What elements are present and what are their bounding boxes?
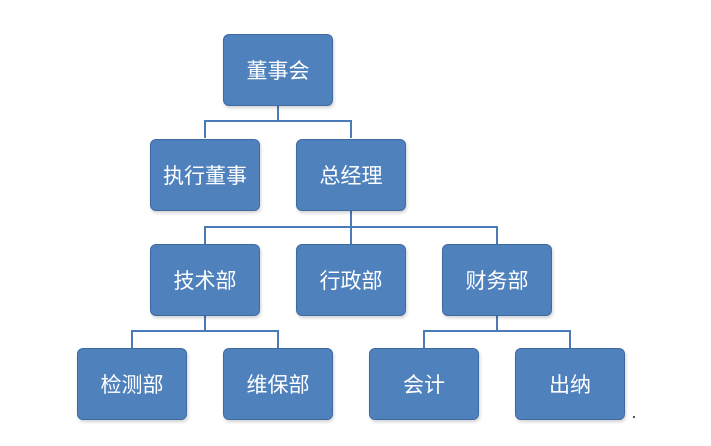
connector-gm-to-departments <box>204 211 498 244</box>
node-inspection-dept: 检测部 <box>77 348 187 420</box>
connector-board-to-level2 <box>204 106 352 138</box>
node-maintenance-dept: 维保部 <box>223 348 333 420</box>
node-general-manager: 总经理 <box>296 139 406 211</box>
node-cashier: 出纳 <box>515 348 625 420</box>
node-finance-dept: 财务部 <box>442 244 552 316</box>
node-accounting: 会计 <box>369 348 479 420</box>
stray-dot <box>633 416 635 418</box>
node-tech-dept: 技术部 <box>150 244 260 316</box>
connector-tech-to-subunits <box>131 316 279 348</box>
node-board: 董事会 <box>223 34 333 106</box>
node-executive-director: 执行董事 <box>150 139 260 211</box>
node-admin-dept: 行政部 <box>296 244 406 316</box>
connector-finance-to-subunits <box>423 316 571 348</box>
